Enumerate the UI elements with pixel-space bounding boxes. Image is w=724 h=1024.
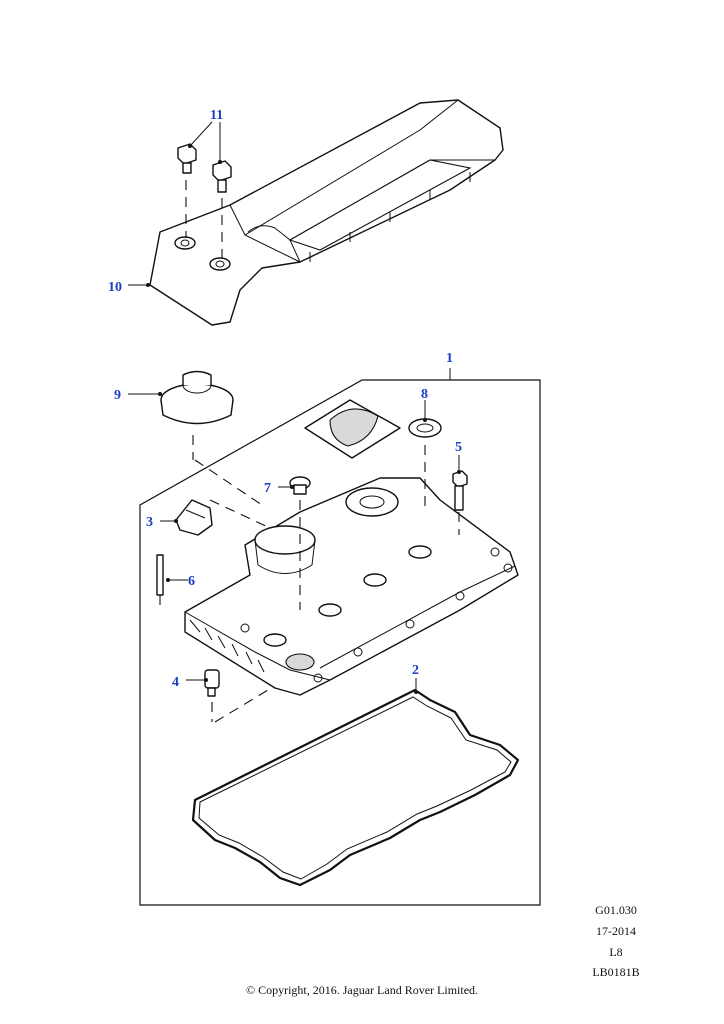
leader-lines	[128, 121, 461, 694]
callout-10: 10	[108, 280, 122, 295]
sensor-plug-part	[204, 669, 269, 723]
grommet-part	[289, 476, 311, 610]
oil-cap-part	[160, 370, 263, 506]
engine-cover-part	[149, 99, 504, 326]
cover-bolt-part	[177, 143, 232, 258]
breather-pad-part	[304, 399, 401, 459]
callout-1: 1	[446, 351, 453, 366]
callout-2: 2	[412, 663, 419, 678]
assembly-frame	[139, 379, 541, 906]
illustration-reference: LB0181B	[592, 965, 640, 979]
callout-11: 11	[210, 108, 223, 123]
callout-4: 4	[172, 675, 179, 690]
illustration-code: G01.030	[595, 903, 637, 917]
cover-stud-bolt-part	[452, 470, 468, 535]
illustration-level: L8	[609, 945, 623, 959]
oil-filler-cap-part	[175, 499, 271, 536]
copyright-notice: © Copyright, 2016. Jaguar Land Rover Lim…	[245, 983, 479, 997]
callout-5: 5	[455, 440, 462, 455]
stud-part	[156, 554, 164, 610]
callout-3: 3	[146, 515, 153, 530]
callout-8: 8	[421, 387, 428, 402]
callout-7: 7	[264, 481, 271, 496]
valve-cover-part	[184, 477, 519, 696]
callout-6: 6	[188, 574, 195, 589]
illustration-year: 17-2014	[596, 924, 636, 938]
callout-9: 9	[114, 388, 121, 403]
gasket-part	[191, 688, 520, 887]
callout-labels: 1 2 3 4 5 6 7 8 9 10 11	[108, 108, 462, 690]
